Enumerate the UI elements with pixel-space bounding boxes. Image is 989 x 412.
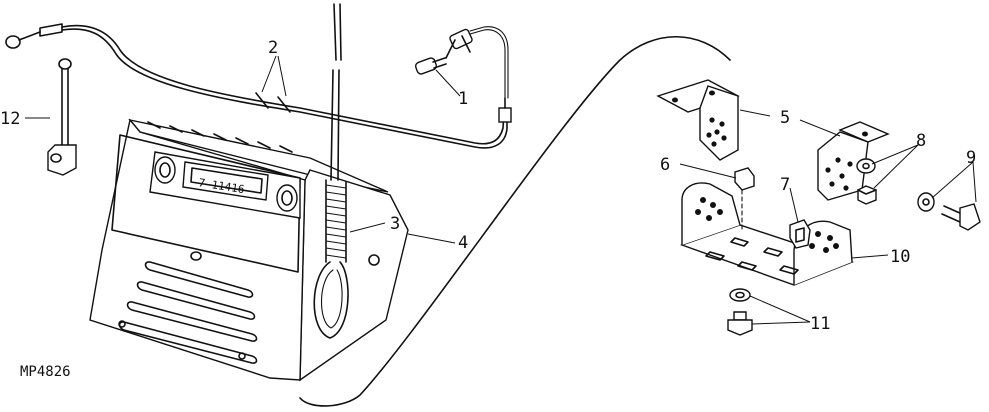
- callout-8: 8: [916, 131, 926, 151]
- washer-and-bolt-11: [727, 288, 753, 336]
- power-cable: [5, 23, 512, 149]
- upper-bracket-left: [656, 79, 740, 161]
- antenna: [313, 3, 349, 339]
- washer-and-nut-8: [856, 158, 877, 205]
- callout-1: 1: [458, 89, 468, 109]
- callout-12: 12: [0, 109, 20, 129]
- callout-3: 3: [390, 214, 400, 234]
- callout-2: 2: [268, 38, 278, 58]
- callout-6: 6: [660, 155, 670, 175]
- callout-4: 4: [458, 233, 468, 253]
- spring-clip: [789, 219, 811, 249]
- callout-5: 5: [780, 108, 790, 128]
- fuse: [414, 57, 447, 75]
- radio-housing: 7 11416: [89, 118, 409, 382]
- cage-nut: [734, 167, 755, 231]
- callout-10: 10: [890, 247, 910, 267]
- upper-bracket-right: [817, 121, 890, 201]
- washer-and-bolt-9: [917, 192, 981, 231]
- callout-11: 11: [810, 314, 830, 334]
- callout-9: 9: [966, 148, 976, 168]
- separator-arc: [299, 35, 731, 407]
- leader-lines: [25, 55, 977, 325]
- figure-code: MP4826: [20, 364, 71, 380]
- ground-lead: [47, 58, 77, 176]
- callout-7: 7: [780, 175, 790, 195]
